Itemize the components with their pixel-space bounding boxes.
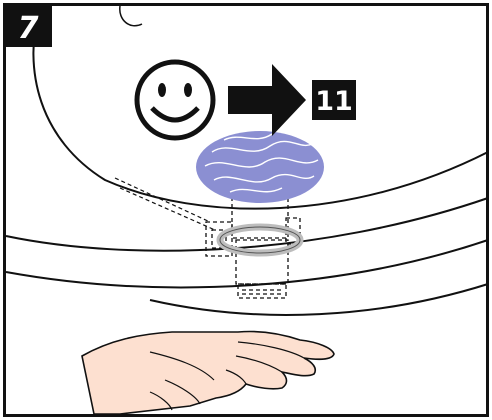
water-puddle-icon: [196, 131, 324, 203]
next-step-number: 11: [315, 86, 353, 117]
step-badge: 7: [5, 5, 52, 47]
open-hand-icon: [81, 330, 335, 415]
washer-outline: [219, 226, 301, 254]
step-number: 7: [18, 11, 39, 46]
right-arrow-icon: [228, 64, 306, 136]
smiley-face-icon: [134, 59, 216, 141]
next-step-badge[interactable]: 11: [312, 80, 356, 120]
